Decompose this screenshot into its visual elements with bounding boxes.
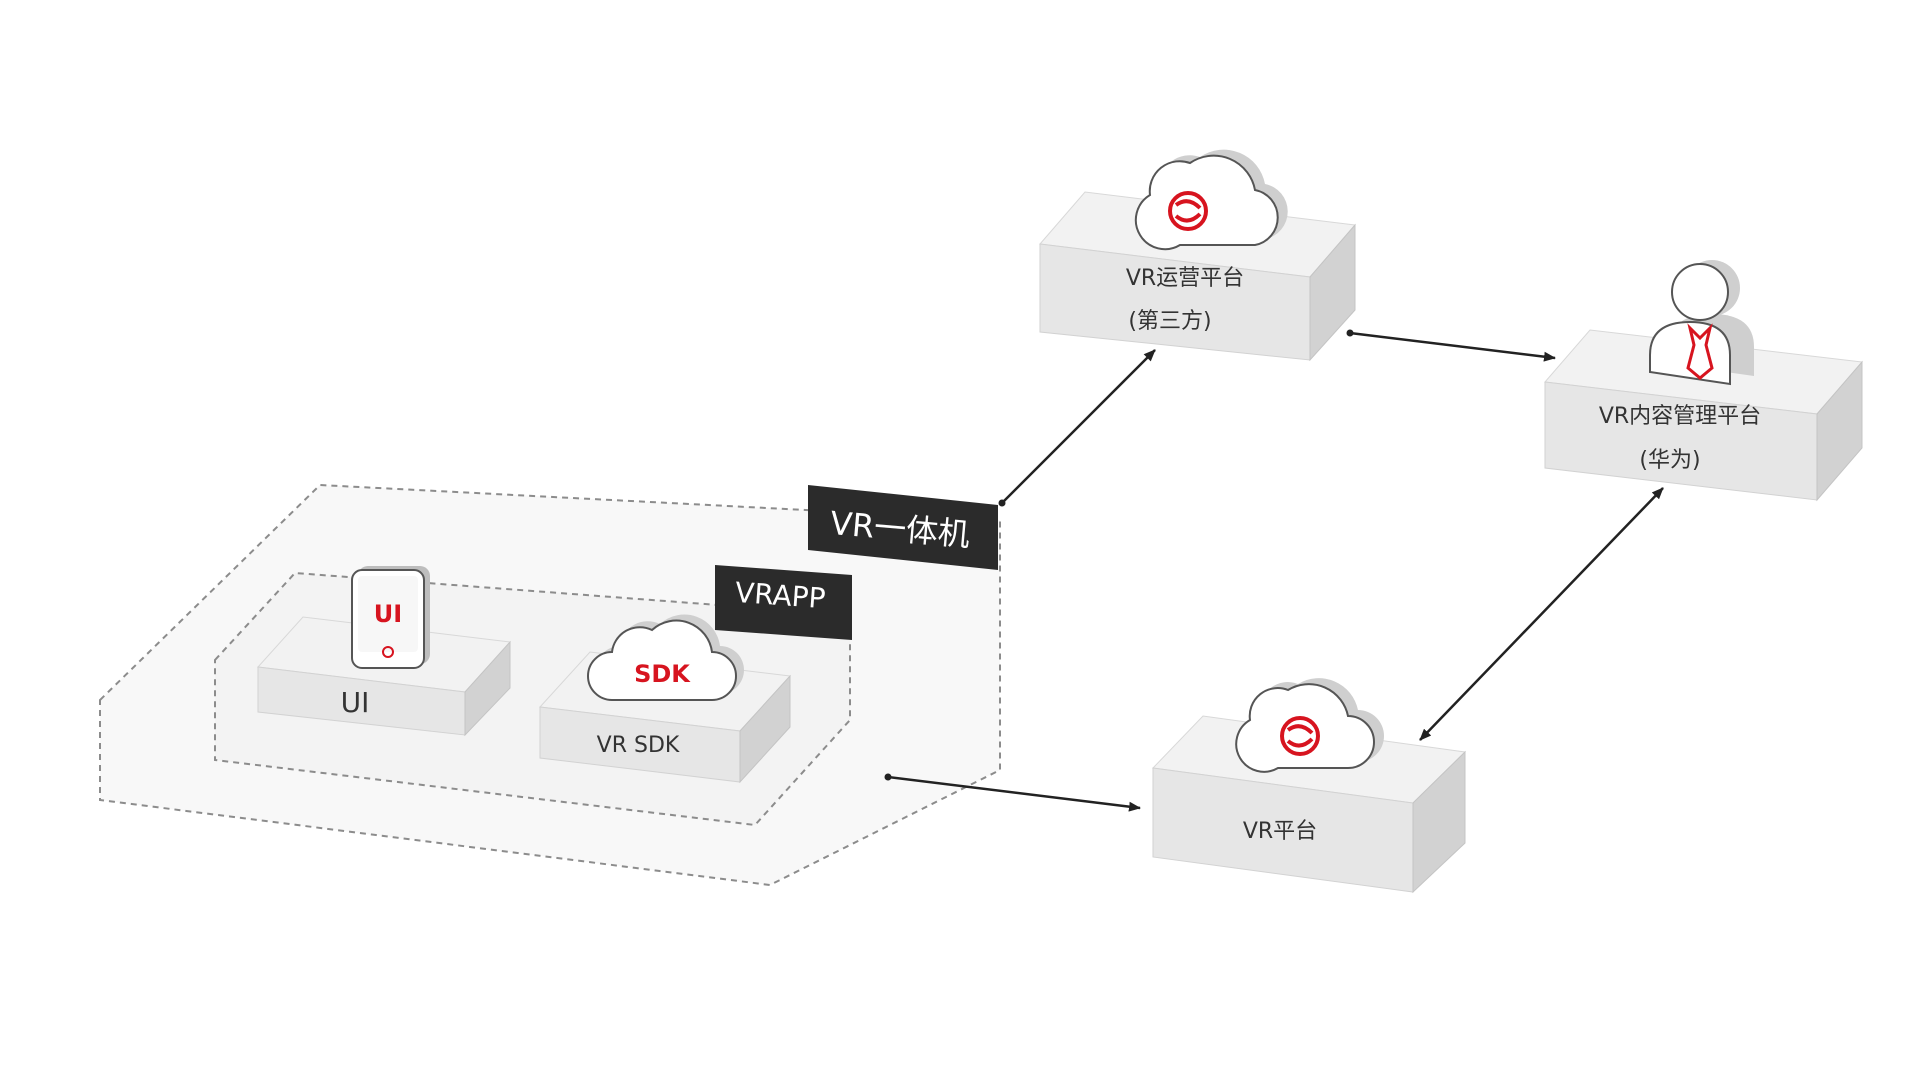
ops-platform-label-line1: VR运营平台	[1126, 266, 1244, 291]
vr-platform-label: VR平台	[1243, 819, 1317, 844]
cms-platform-label-line1: VR内容管理平台	[1599, 404, 1761, 429]
ops-platform-label-line2: (第三方)	[1128, 309, 1211, 334]
phone-icon: UI	[351, 566, 430, 669]
connector-lines	[884, 329, 1664, 812]
person-with-tie-icon	[1649, 260, 1754, 386]
cms-platform-label-line2: (华为)	[1639, 448, 1700, 473]
arrow-device-to-vr-platform	[884, 773, 1141, 812]
vrapp-tag: VRAPP	[715, 565, 852, 640]
huawei-cloud-icon	[1235, 678, 1384, 773]
sdk-cloud-icon: SDK	[587, 614, 744, 701]
sdk-cloud-text: SDK	[634, 660, 691, 688]
arrow-device-to-ops	[998, 349, 1156, 507]
phone-ui-text: UI	[374, 600, 402, 628]
arrow-cms-vr-platform	[1419, 487, 1664, 741]
huawei-cloud-icon	[1134, 149, 1288, 251]
arrow-ops-to-cms	[1346, 329, 1556, 362]
vr-device-tag: VR一体机	[808, 485, 998, 570]
ui-box-label: UI	[341, 686, 370, 719]
vr-sdk-box-label: VR SDK	[597, 733, 680, 758]
vrapp-tag-label: VRAPP	[734, 576, 826, 615]
